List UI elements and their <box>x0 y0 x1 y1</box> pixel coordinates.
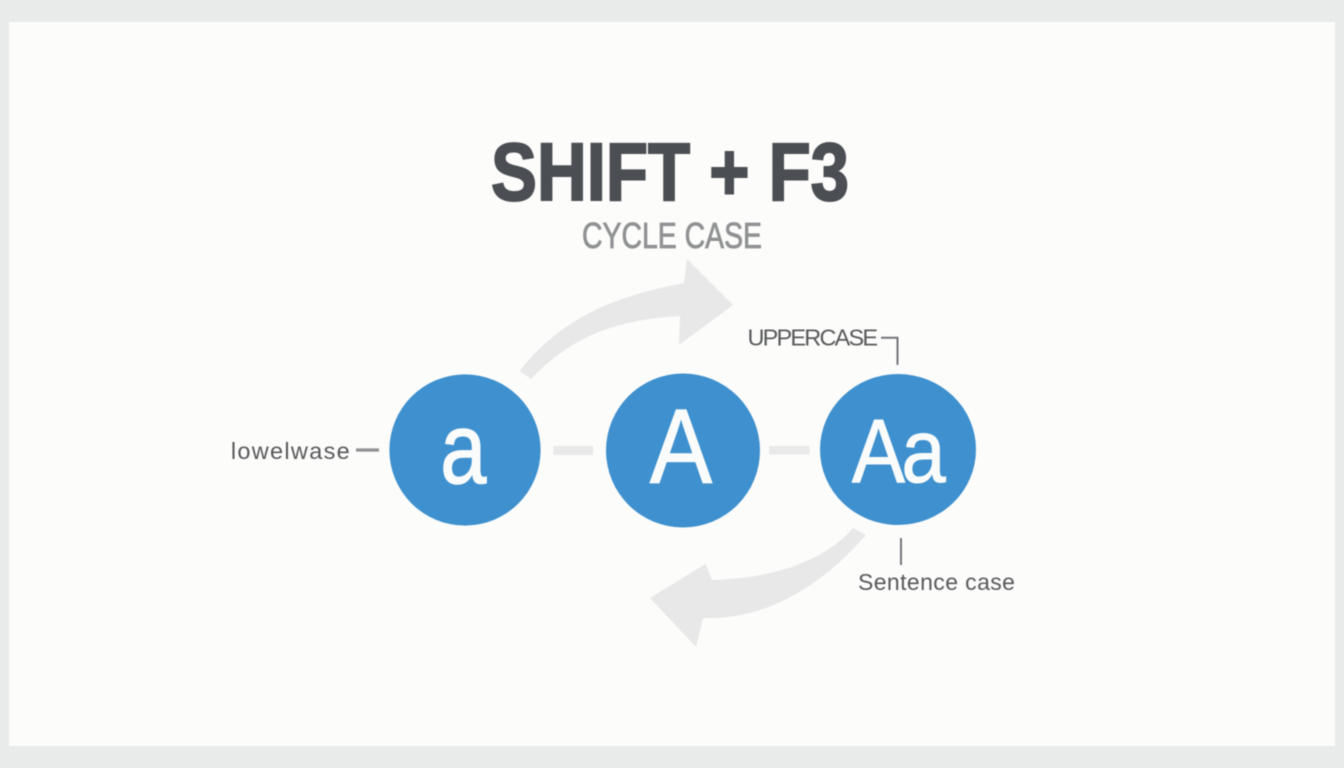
svg-text:SHIFT + F3: SHIFT + F3 <box>491 127 849 218</box>
svg-text:Aa: Aa <box>852 402 947 503</box>
svg-text:lowelwase: lowelwase <box>231 438 351 464</box>
svg-text:a: a <box>440 394 486 505</box>
svg-text:A: A <box>650 389 713 507</box>
svg-text:UPPERCASE: UPPERCASE <box>748 325 878 351</box>
svg-text:CYCLE CASE: CYCLE CASE <box>582 215 762 256</box>
svg-text:Sentence case: Sentence case <box>858 569 1015 595</box>
